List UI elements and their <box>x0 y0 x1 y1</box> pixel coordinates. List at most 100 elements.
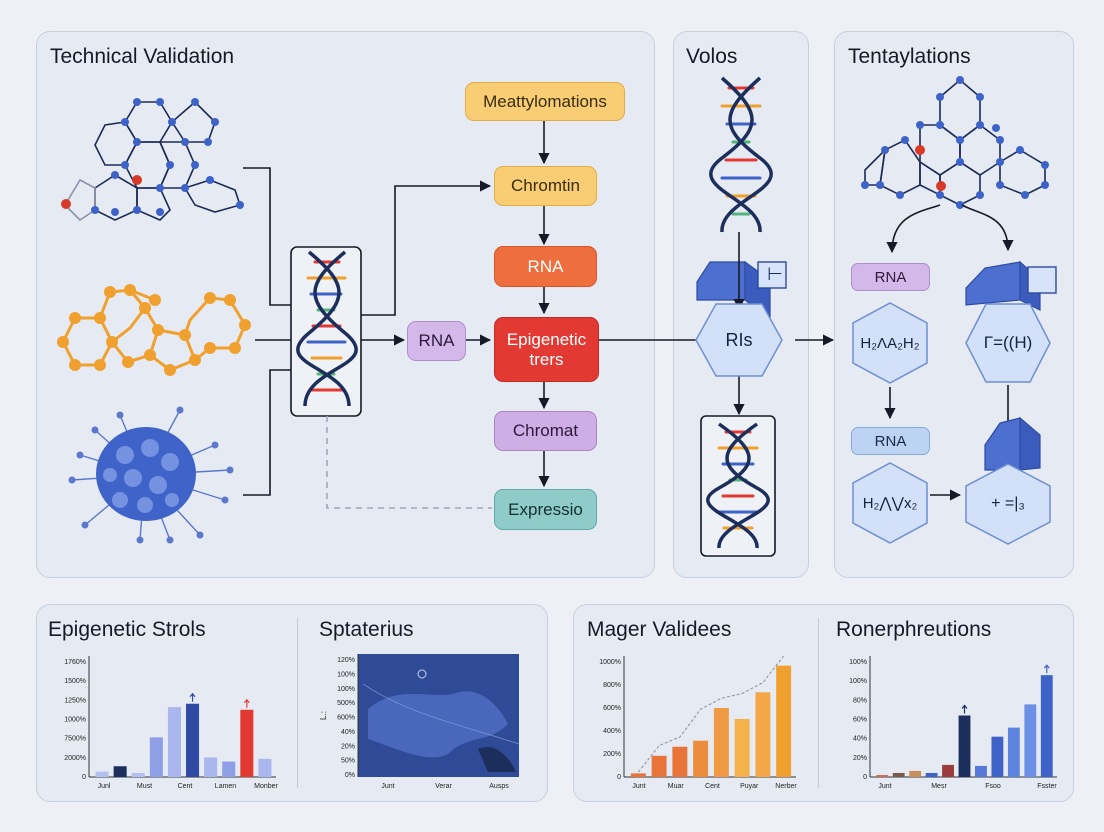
technical-validation-title: Technical Validation <box>50 45 235 68</box>
tent-molecule-icon <box>864 78 1046 206</box>
y-tick-label: 40% <box>341 729 355 736</box>
y-tick-label: 1250% <box>64 697 86 704</box>
tent-rna-box-1[interactable]: RNA <box>851 263 930 291</box>
y-tick-label: 2000% <box>64 755 86 762</box>
bar-marker <box>1043 664 1050 674</box>
ronerphreutions-title: Ronerphreutions <box>836 618 992 641</box>
y-tick-label: 400% <box>603 728 621 735</box>
y-tick-label: 1760% <box>64 659 86 666</box>
tent-hex-4[interactable]: + =|₃ <box>964 462 1052 546</box>
bar <box>651 755 667 777</box>
volos-block-icon <box>696 260 787 322</box>
bar-marker <box>189 692 196 702</box>
y-tick-label: 800% <box>603 682 621 689</box>
y-tick-label: 20% <box>341 743 355 750</box>
volos-badge-icon: ⊢ <box>767 264 783 284</box>
x-tick-label: Cent <box>705 783 720 790</box>
connector-dna-chromatin <box>361 180 492 316</box>
y-tick-label: 200% <box>603 751 621 758</box>
epigenetic-box[interactable]: Epigenetic trers <box>494 317 599 382</box>
expressio-box[interactable]: Expressio <box>494 489 597 530</box>
map-landmass <box>478 746 516 772</box>
y-tick-label: 80% <box>853 697 867 704</box>
bar <box>876 774 889 777</box>
y-tick-label: 100% <box>337 686 355 693</box>
virus-particle-icon <box>68 406 234 544</box>
dna-helix-left-icon <box>296 250 358 407</box>
tent-hex-1-label: H₂ΛA₂H₂ <box>860 334 920 352</box>
y-tick-label: 100% <box>849 659 867 666</box>
y-tick-label: 0% <box>345 772 355 779</box>
tent-block-top-icon <box>965 260 1057 311</box>
tent-hex-2[interactable]: Γ=((H) <box>964 302 1052 384</box>
dna-frame-volos <box>700 415 776 557</box>
volos-hexagon[interactable]: RIs <box>694 302 784 378</box>
x-tick-label: Junt <box>878 783 891 790</box>
bar <box>672 746 688 777</box>
volos-hex-label: RIs <box>725 329 753 350</box>
x-tick-label: Cent <box>178 783 193 790</box>
bar <box>892 772 905 777</box>
chromatin-box[interactable]: Chromtin <box>494 166 597 206</box>
bar <box>149 737 163 777</box>
x-tick-label: Nerber <box>775 783 797 790</box>
x-tick-label: Junt <box>632 783 645 790</box>
y-axis-label: L.: <box>319 711 328 720</box>
bar <box>909 770 922 777</box>
y-tick-label: 500% <box>337 700 355 707</box>
bar <box>240 709 254 777</box>
tent-hex-4-label: + =|₃ <box>991 495 1025 512</box>
rna-box-orange[interactable]: RNA <box>494 246 597 287</box>
tent-hex-3-label: H₂⋀⋁x₂ <box>862 495 918 512</box>
bar <box>975 765 987 777</box>
y-tick-label: 0 <box>82 774 86 781</box>
sptaterius-title: Sptaterius <box>319 618 414 641</box>
y-tick-label: 50% <box>341 758 355 765</box>
map-landmass <box>368 691 508 758</box>
bar <box>776 665 792 777</box>
x-tick-label: Monber <box>254 783 278 790</box>
y-tick-label: 120% <box>337 657 355 664</box>
bar <box>131 772 145 777</box>
mager-validees-title: Mager Validees <box>587 618 732 641</box>
tent-block-bottom-icon <box>984 416 1041 471</box>
bar <box>958 715 971 777</box>
map-pin-icon <box>417 669 427 679</box>
rna-box-left[interactable]: RNA <box>407 321 466 361</box>
y-tick-label: 0 <box>617 774 621 781</box>
x-tick-label: Verar <box>435 783 452 790</box>
bar <box>1007 727 1020 777</box>
bar <box>186 703 200 777</box>
bar <box>755 692 771 777</box>
tent-hex-3[interactable]: H₂⋀⋁x₂ <box>851 461 929 545</box>
y-tick-label: 60% <box>853 717 867 724</box>
y-tick-label: 7500% <box>64 736 86 743</box>
bar <box>630 773 646 777</box>
y-tick-label: 0 <box>863 774 867 781</box>
dna-helix-volos-bottom-icon <box>706 422 770 549</box>
tent-molecule-atoms <box>861 76 1049 209</box>
x-tick-label: Muar <box>668 783 685 790</box>
y-tick-label: 600% <box>603 705 621 712</box>
y-tick-label: 100% <box>849 678 867 685</box>
bar <box>113 766 127 777</box>
epigenetic-strols-title: Epigenetic Strols <box>48 618 206 641</box>
dna-frame-left <box>290 246 362 417</box>
chromat-box[interactable]: Chromat <box>494 411 597 451</box>
dashed-connector <box>326 416 492 509</box>
dna-helix-volos-top-icon <box>709 76 773 233</box>
bar <box>925 772 938 777</box>
methylation-box[interactable]: Meattylomations <box>465 82 625 121</box>
bar <box>258 758 272 777</box>
tent-hex-1[interactable]: H₂ΛA₂H₂ <box>851 301 929 385</box>
bar-marker <box>243 698 250 708</box>
tentaylations-title: Tentaylations <box>848 45 971 68</box>
tent-rna-box-2[interactable]: RNA <box>851 427 930 455</box>
x-tick-label: Ausps <box>489 783 509 790</box>
map-route <box>362 683 520 745</box>
bar <box>167 707 181 777</box>
bar <box>1040 675 1053 777</box>
divider-right <box>818 618 819 788</box>
